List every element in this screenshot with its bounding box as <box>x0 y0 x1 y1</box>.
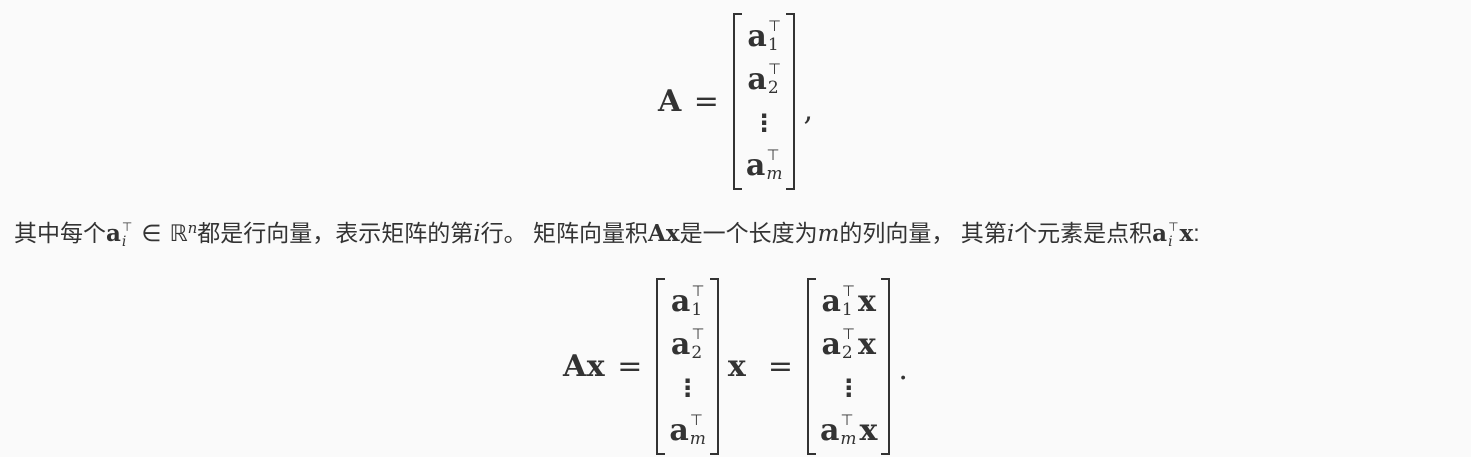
inline-vector-x: x <box>1179 220 1194 247</box>
column-matrix: a ⊤ 1 a ⊤ 2 ⋮ a ⊤ m <box>656 277 719 455</box>
vector-entry: a ⊤ m <box>746 148 783 184</box>
text-segment: 是一个长度为 <box>679 220 818 246</box>
vector-entry: a ⊤ m <box>669 413 706 449</box>
index-i: i <box>1168 233 1173 250</box>
row-index: 2 <box>767 78 779 98</box>
inline-vector-a: a <box>1152 220 1168 247</box>
real-numbers-symbol: ℝ <box>169 221 188 247</box>
row-index: m <box>766 164 783 184</box>
variable-m: m <box>817 221 840 247</box>
colon: : <box>1193 220 1200 246</box>
vector-symbol: a <box>821 283 841 319</box>
entry-scripts: ⊤ m <box>840 413 856 448</box>
entry-scripts: ⊤ 1 <box>768 19 781 54</box>
row-index: m <box>689 429 706 449</box>
variable-i: i <box>1006 221 1015 247</box>
equals-sign: = <box>617 348 643 384</box>
transpose-icon: ⊤ <box>841 282 855 300</box>
result-column-matrix: a ⊤ 1 x a ⊤ 2 x ⋮ a ⊤ m <box>806 277 891 455</box>
entry-scripts: ⊤ 2 <box>768 62 781 97</box>
inline-scripts: ⊤i <box>1168 221 1178 249</box>
transpose-icon: ⊤ <box>121 219 133 234</box>
vector-symbol-x: x <box>858 283 876 319</box>
text-segment: 行。 矩阵向量积 <box>480 220 649 246</box>
display-equation-matrix-definition: A = a ⊤ 1 a ⊤ 2 ⋮ a ⊤ <box>0 6 1471 196</box>
dot-product-entry: a ⊤ m x <box>820 413 877 449</box>
vertical-dots-icon: ⋮ <box>752 108 777 137</box>
bracket-left <box>806 277 816 455</box>
row-index: 1 <box>691 300 703 320</box>
transpose-icon: ⊤ <box>841 325 855 343</box>
entry-scripts: ⊤ 1 <box>842 284 855 319</box>
vector-entry: a ⊤ 1 <box>671 284 705 320</box>
row-index: 1 <box>767 35 779 55</box>
text-segment: 个元素是点积 <box>1014 220 1153 246</box>
vector-entry: a ⊤ 2 <box>671 327 705 363</box>
equals-sign: = <box>693 83 719 119</box>
trailing-period: . <box>898 351 908 387</box>
vector-symbol-x: x <box>859 412 878 448</box>
row-index: m <box>840 429 857 449</box>
text-segment: 其中每个 <box>14 220 106 246</box>
dot-product-entry: a ⊤ 2 x <box>821 327 875 363</box>
transpose-icon: ⊤ <box>840 411 854 429</box>
entry-scripts: ⊤ m <box>766 148 782 183</box>
vertical-dots-icon: ⋮ <box>836 373 861 402</box>
transpose-icon: ⊤ <box>691 325 705 343</box>
entry-scripts: ⊤ 2 <box>691 327 704 362</box>
bracket-right <box>786 12 796 190</box>
equals-sign: = <box>767 348 793 384</box>
row-index: 2 <box>841 343 853 363</box>
vector-symbol: a <box>669 412 689 448</box>
vertical-dots-icon: ⋮ <box>675 373 700 402</box>
transpose-icon: ⊤ <box>767 17 781 35</box>
product-symbol-Ax: Ax <box>563 348 606 384</box>
text-segment: 的列向量， 其第 <box>839 220 1007 246</box>
entry-scripts: ⊤ m <box>690 413 706 448</box>
inline-Ax: Ax <box>648 220 680 247</box>
vector-symbol: a <box>819 412 840 448</box>
dot-product-entry: a ⊤ 1 x <box>821 284 875 320</box>
row-index: 1 <box>841 300 853 320</box>
bracket-left <box>656 277 666 455</box>
vector-symbol: a <box>745 147 766 183</box>
vector-symbol: a <box>747 18 767 54</box>
vector-entry: a ⊤ 2 <box>747 62 781 98</box>
entry-scripts: ⊤ 2 <box>842 327 855 362</box>
matrix-body: a ⊤ 1 x a ⊤ 2 x ⋮ a ⊤ m <box>816 278 881 455</box>
vector-symbol: a <box>670 283 691 319</box>
index-i: i <box>121 233 127 250</box>
vector-symbol: a <box>670 326 691 362</box>
bracket-left <box>732 12 742 190</box>
vector-symbol: a <box>747 61 767 97</box>
column-matrix: a ⊤ 1 a ⊤ 2 ⋮ a ⊤ m <box>732 12 796 190</box>
vector-symbol-x: x <box>858 326 876 362</box>
row-index: 2 <box>691 343 703 363</box>
transpose-icon: ⊤ <box>689 411 703 429</box>
variable-i: i <box>473 221 481 247</box>
transpose-icon: ⊤ <box>1168 219 1179 234</box>
transpose-icon: ⊤ <box>766 146 780 164</box>
vector-entry: a ⊤ 1 <box>747 19 781 55</box>
paragraph: 其中每个a⊤i∈ℝn都是行向量，表示矩阵的第i行。 矩阵向量积Ax是一个长度为m… <box>14 210 1471 259</box>
vector-symbol: a <box>821 326 841 362</box>
bracket-right <box>709 277 719 455</box>
matrix-body: a ⊤ 1 a ⊤ 2 ⋮ a ⊤ m <box>665 278 710 455</box>
matrix-body: a ⊤ 1 a ⊤ 2 ⋮ a ⊤ m <box>742 13 787 190</box>
inline-scripts: ⊤i <box>122 221 132 249</box>
bracket-right <box>881 277 891 455</box>
dimension-n: n <box>187 219 198 237</box>
vector-symbol-x: x <box>727 348 746 384</box>
matrix-symbol-A: A <box>657 83 682 119</box>
transpose-icon: ⊤ <box>767 60 781 78</box>
entry-scripts: ⊤ 1 <box>691 284 704 319</box>
transpose-icon: ⊤ <box>691 282 705 300</box>
display-equation-matrix-vector-product: Ax = a ⊤ 1 a ⊤ 2 ⋮ a ⊤ <box>0 275 1471 457</box>
inline-vector-a: a <box>106 220 121 247</box>
text-segment: 都是行向量，表示矩阵的第 <box>197 220 474 246</box>
element-of-icon: ∈ <box>141 221 162 247</box>
trailing-comma: , <box>803 92 814 128</box>
